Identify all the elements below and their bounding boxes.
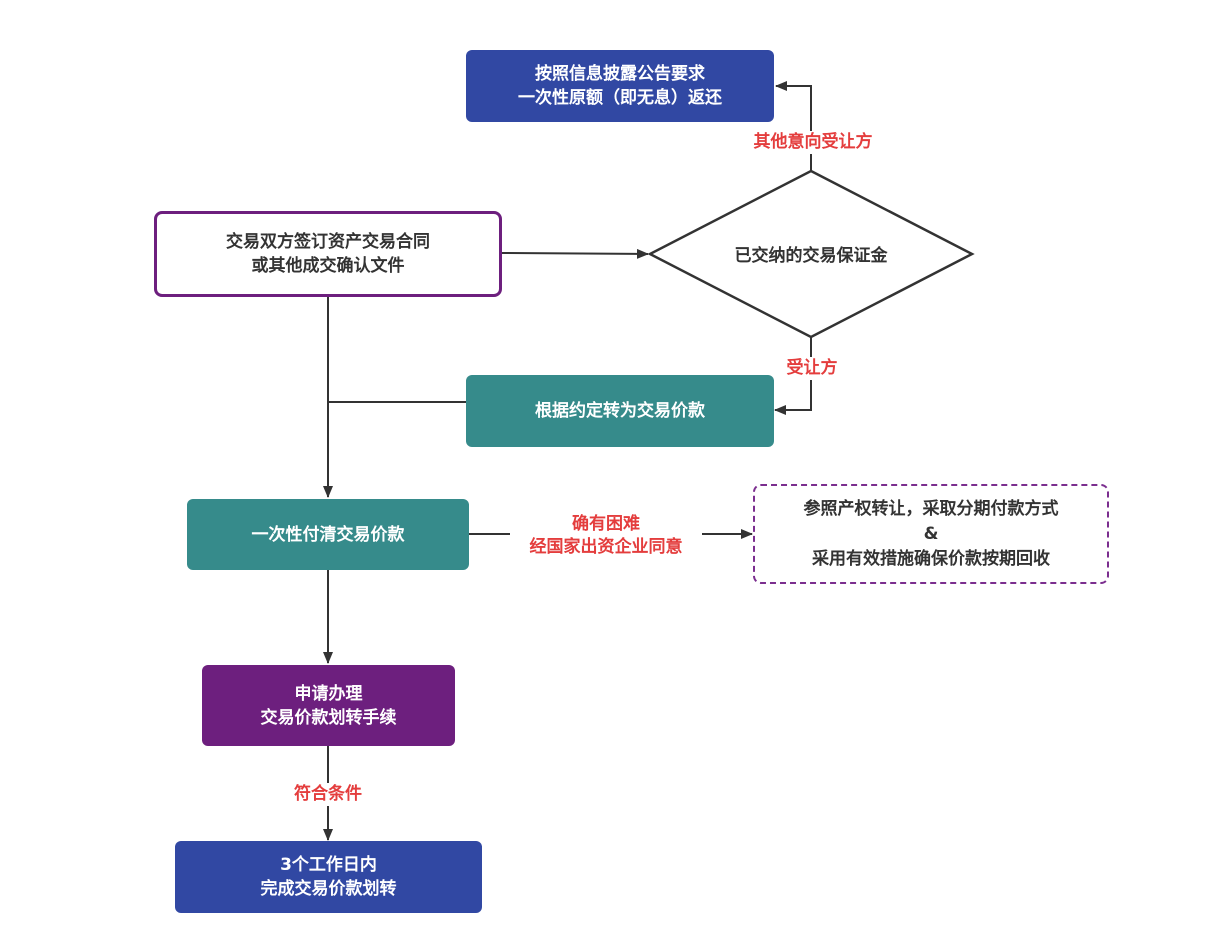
complete-transfer-line-2: 完成交易价款划转 bbox=[260, 879, 397, 899]
difficulty-line-2: 经国家出资企业同意 bbox=[529, 537, 683, 557]
installment-line-1: 参照产权转让，采取分期付款方式 bbox=[803, 498, 1059, 519]
edge-contract-to-decision bbox=[501, 248, 649, 259]
apply-transfer-box: 申请办理 交易价款划转手续 bbox=[202, 665, 455, 746]
edge-label-other-buyers: 其他意向受让方 bbox=[740, 131, 886, 154]
sign-contract-line-2: 或其他成交确认文件 bbox=[251, 256, 405, 276]
installment-box: 参照产权转让，采取分期付款方式 & 采用有效措施确保价款按期回收 bbox=[753, 484, 1109, 584]
difficulty-line-1: 确有困难 bbox=[572, 514, 640, 534]
convert-price-box: 根据约定转为交易价款 bbox=[466, 375, 774, 447]
pay-full-box: 一次性付清交易价款 bbox=[187, 499, 469, 570]
edge-label-buyer: 受让方 bbox=[781, 357, 843, 380]
pay-full-text: 一次性付清交易价款 bbox=[251, 524, 405, 545]
apply-transfer-line-2: 交易价款划转手续 bbox=[260, 707, 397, 728]
refund-box: 按照信息披露公告要求 一次性原额（即无息）返还 bbox=[466, 50, 774, 122]
installment-line-3: 采用有效措施确保价款按期回收 bbox=[812, 548, 1050, 569]
edge-label-conditions-met: 符合条件 bbox=[282, 783, 374, 806]
apply-transfer-line-1: 申请办理 bbox=[294, 683, 363, 704]
refund-line-2: 一次性原额（即无息）返还 bbox=[518, 88, 722, 108]
sign-contract-box: 交易双方签订资产交易合同 或其他成交确认文件 bbox=[154, 211, 502, 297]
sign-contract-line-1: 交易双方签订资产交易合同 bbox=[226, 232, 430, 252]
complete-transfer-box: 3个工作日内 完成交易价款划转 bbox=[175, 841, 482, 913]
refund-line-1: 按照信息披露公告要求 bbox=[535, 64, 705, 84]
edge-decision-to-refund bbox=[775, 81, 812, 171]
deposit-decision-label: 已交纳的交易保证金 bbox=[734, 246, 888, 266]
edge-label-difficulty: 确有困难 经国家出资企业同意 bbox=[510, 513, 702, 559]
installment-line-2: & bbox=[923, 523, 939, 544]
complete-transfer-line-1: 3个工作日内 bbox=[280, 855, 377, 875]
convert-price-text: 根据约定转为交易价款 bbox=[535, 401, 705, 421]
